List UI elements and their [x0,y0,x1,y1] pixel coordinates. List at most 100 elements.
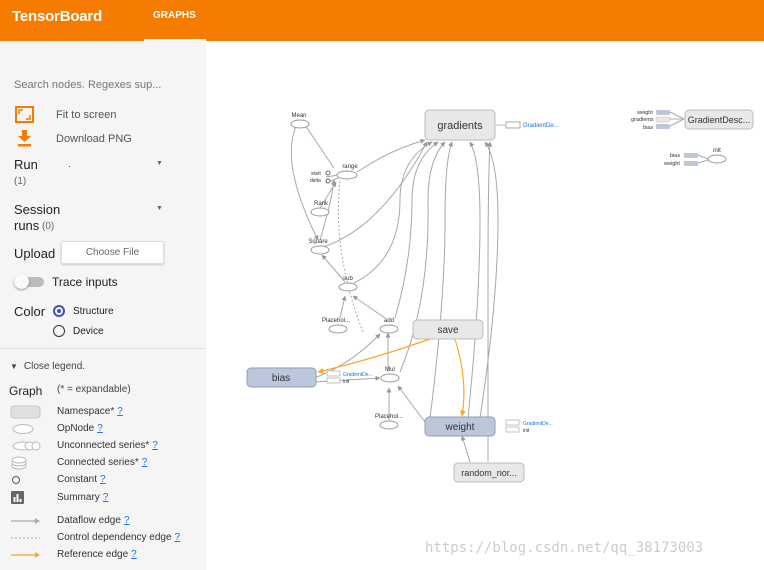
help-link[interactable]: ? [174,532,181,543]
edge [313,333,381,379]
graph-canvas[interactable]: gradients GradientDe... weight gradients… [206,41,764,569]
choose-file-button[interactable]: Choose File [61,241,164,264]
edge [467,141,481,419]
weight-node[interactable]: weight [424,416,496,437]
help-link[interactable]: ? [102,492,109,503]
connected-series-icon [11,456,27,470]
run-select[interactable]: . [68,159,71,170]
mul-label: Mul [385,367,395,373]
weight-init-link[interactable]: init [523,428,530,434]
random-normal-node[interactable]: random_nor... [453,462,525,483]
placeholder-node[interactable]: Placehol... [375,414,403,430]
color-structure-label: Structure [73,306,114,317]
search-input[interactable]: Search nodes. Regexes sup... [14,79,162,91]
tab-graphs[interactable]: GRAPHS [144,0,206,41]
edge [302,121,335,169]
legend-item: Summary? [0,490,206,506]
edge [353,141,433,284]
color-device-radio[interactable] [53,325,65,337]
help-link[interactable]: ? [123,515,130,526]
sidebar: Search nodes. Regexes sup... Fit to scre… [0,41,206,348]
download-png-label: Download PNG [56,133,132,145]
session-runs-label: runs [14,218,40,233]
bias-init-link[interactable]: init [343,379,350,385]
gradient-descent-link[interactable]: GradientDe... [523,123,559,129]
help-link[interactable]: ? [100,474,106,485]
add-label: add [384,318,394,324]
bias-output-series: GradientDe... init [326,370,373,385]
color-label: Color [14,304,46,319]
init-input-label: weight [663,161,680,167]
summary-icon [11,491,24,504]
legend-item-label: Summary [57,492,100,503]
legend-item-label: Constant [57,474,98,485]
gradients-output-series: GradientDe... [496,121,559,129]
dataflow-edge-icon [11,518,40,524]
square-label: Square [308,239,328,245]
range-input-label: delta [310,178,321,184]
edge [356,138,426,173]
weight-label: weight [445,422,475,433]
reference-edge [317,338,431,374]
help-link[interactable]: ? [131,549,137,560]
mean-node[interactable]: Mean [290,113,310,129]
edge [321,254,346,283]
session-runs-count: (0) [42,221,55,232]
init-node[interactable]: init [707,148,727,164]
rank-node[interactable]: Rank [310,201,330,217]
edge [352,295,386,319]
legend-item: Control dependency edge? [0,530,206,546]
bias-gradient-link[interactable]: GradientDe... [343,372,373,378]
legend-item: OpNode? [0,421,206,437]
legend-item: Connected series*? [0,455,206,471]
placeholder-node[interactable]: Placehol... [322,318,350,334]
add-node[interactable]: add [379,318,399,334]
reference-edge-icon [11,552,40,558]
help-link[interactable]: ? [97,423,103,434]
bias-label: bias [272,373,290,384]
edge [290,121,319,241]
mul-node[interactable]: Mul [380,367,400,383]
edge [394,141,439,319]
init-inputs: bias weight [663,153,709,167]
graph-svg[interactable]: gradients GradientDe... weight gradients… [206,41,764,569]
color-device-label: Device [73,326,104,337]
range-node[interactable]: range [336,164,358,180]
edge [429,141,453,419]
bias-node[interactable]: bias [246,367,317,388]
sub-node[interactable]: sub [338,276,358,292]
edge [397,385,426,423]
gd-input-label: bias [643,125,653,131]
init-input-label: bias [670,153,680,159]
run-dropdown-arrow-icon[interactable]: ▼ [156,160,163,167]
gradient-descent-node[interactable]: GradientDesc... [684,109,754,130]
square-node[interactable]: Square [308,239,330,255]
color-structure-radio[interactable] [53,305,65,317]
save-node[interactable]: save [412,319,484,340]
gd-input-label: gradients [631,117,654,123]
legend-item-label: Unconnected series* [57,440,150,451]
trace-inputs-toggle[interactable] [14,274,44,290]
weight-gradient-link[interactable]: GradientDe... [523,421,553,427]
help-link[interactable]: ? [152,440,158,451]
gd-input-label: weight [636,110,653,116]
range-label: range [342,164,358,170]
legend-item-label: OpNode [57,423,95,434]
edge [319,181,337,209]
legend-item: Reference edge? [0,547,206,563]
legend-item-label: Reference edge [57,549,129,560]
help-link[interactable]: ? [141,457,148,468]
edge [399,141,446,373]
run-label: Run [14,157,38,172]
session-dropdown-arrow-icon[interactable]: ▼ [156,205,163,212]
close-legend-toggle[interactable]: ▼Close legend. [10,361,85,372]
edge [339,295,347,319]
legend-subtitle: (* = expandable) [57,384,131,395]
gradients-node[interactable]: gradients [424,109,496,141]
save-label: save [437,325,459,336]
help-link[interactable]: ? [117,406,123,417]
mean-label: Mean [291,113,306,119]
session-label: Session [14,202,61,217]
edge [319,141,428,249]
close-legend-label: Close legend. [23,361,86,372]
